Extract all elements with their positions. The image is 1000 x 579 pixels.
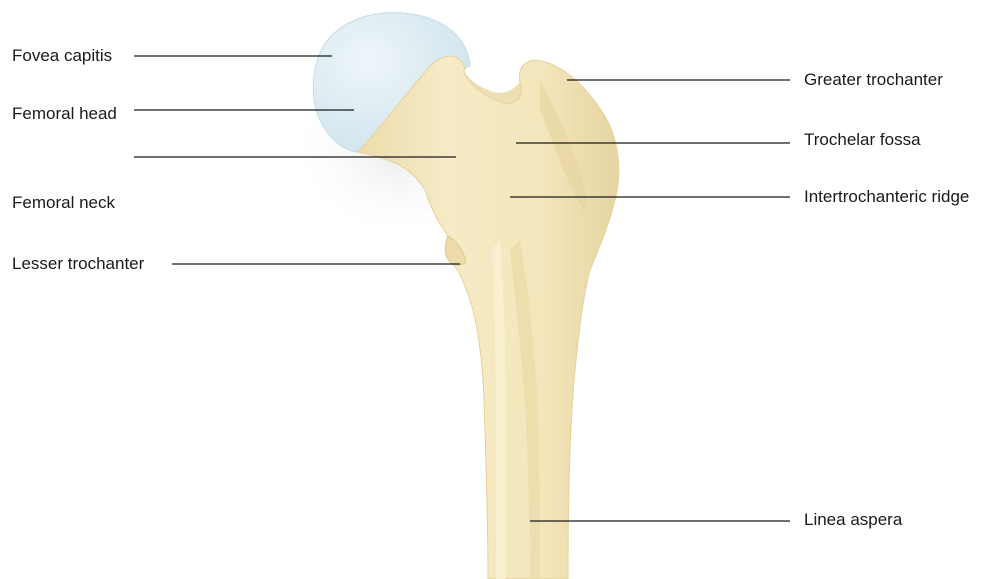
label-fovea-capitis: Fovea capitis [12,46,112,66]
label-femoral-head: Femoral head [12,104,117,124]
label-femoral-neck: Femoral neck [12,193,115,213]
label-linea-aspera: Linea aspera [804,510,902,530]
label-intertrochanteric-ridge: Intertrochanteric ridge [804,187,969,207]
label-lesser-trochanter: Lesser trochanter [12,254,144,274]
label-trochelar-fossa: Trochelar fossa [804,130,921,150]
label-greater-trochanter: Greater trochanter [804,70,943,90]
femur-bone-shape [358,56,619,579]
